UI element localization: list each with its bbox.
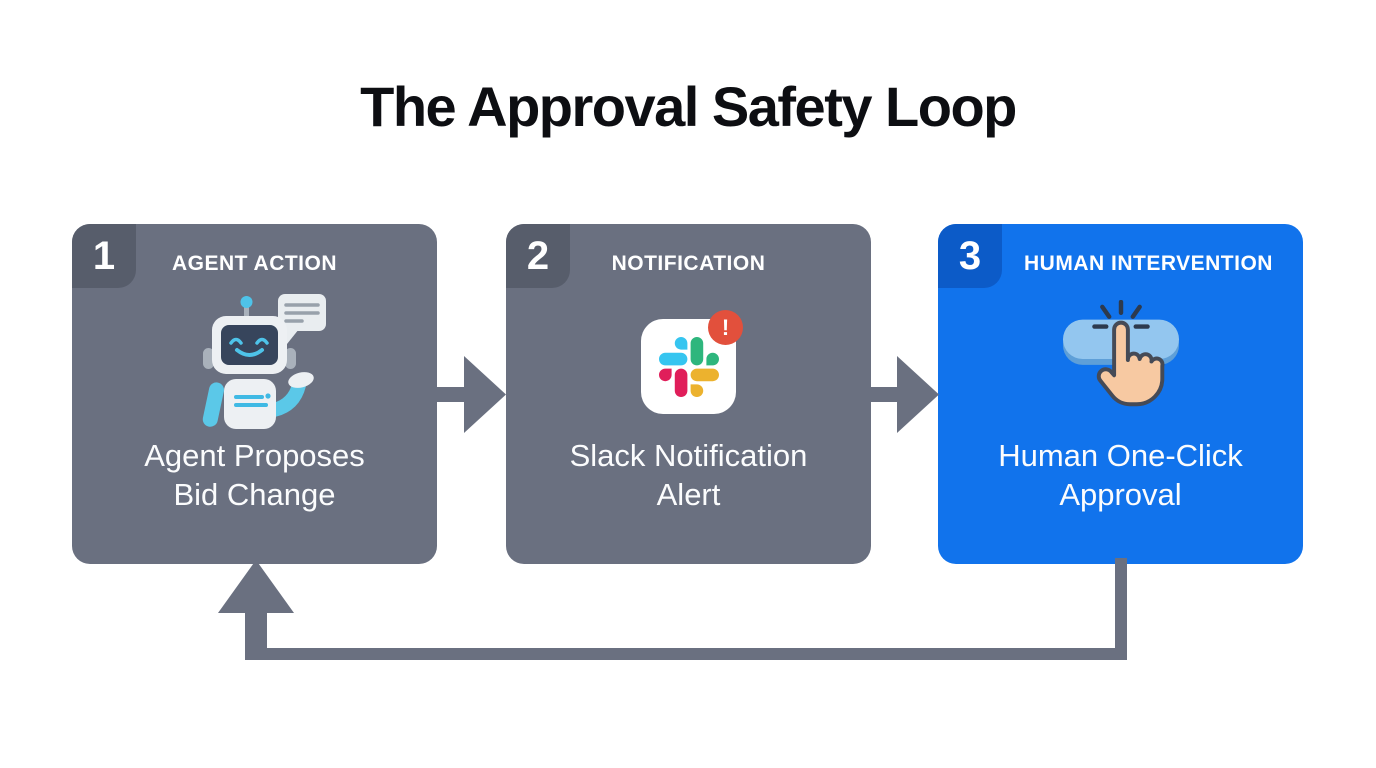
step-caption: Agent Proposes Bid Change — [144, 438, 365, 512]
robot-icon — [180, 292, 330, 434]
step-number-badge: 1 — [72, 224, 136, 288]
alert-exclamation-icon: ! — [708, 310, 743, 345]
step-label: HUMAN INTERVENTION — [1024, 252, 1273, 275]
step-icon-area — [938, 290, 1303, 435]
step-card-agent-action: 1 AGENT ACTION — [72, 224, 437, 564]
step-icon-area — [72, 290, 437, 435]
loop-back-arrow-icon — [218, 558, 1127, 660]
step-label: AGENT ACTION — [171, 252, 338, 275]
step-card-notification: 2 NOTIFICATION ! Slack Notification Aler… — [506, 224, 871, 564]
page-title: The Approval Safety Loop — [360, 75, 1017, 138]
slack-icon: ! — [641, 310, 743, 414]
step-number-badge: 3 — [938, 224, 1002, 288]
click-icon — [1057, 299, 1185, 425]
step-icon-area: ! — [506, 290, 871, 435]
arrow-right-icon — [436, 356, 506, 433]
step-card-human-intervention: 3 HUMAN INTERVENTION Hu — [938, 224, 1303, 564]
step-caption: Human One-Click Approval — [998, 438, 1243, 512]
step-label: NOTIFICATION — [611, 252, 766, 275]
step-caption: Slack Notification Alert — [569, 438, 808, 512]
step-number-badge: 2 — [506, 224, 570, 288]
arrow-right-icon — [869, 356, 939, 433]
